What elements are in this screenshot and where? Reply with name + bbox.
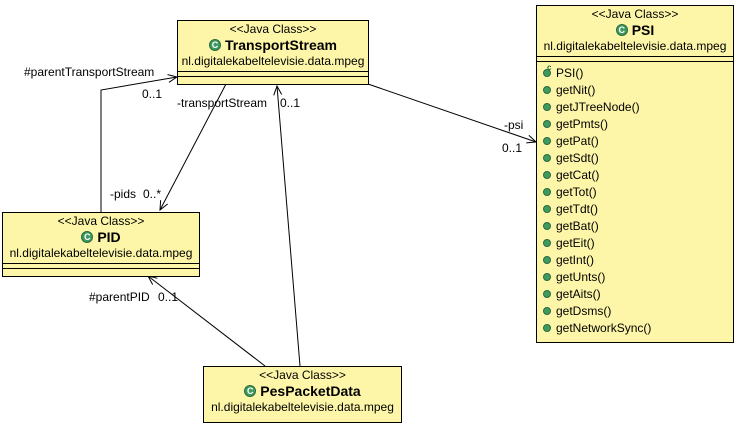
class-pespacketdata[interactable]: <<Java Class>> C PesPacketData nl.digita… (203, 366, 402, 423)
edge-pespacketdata-to-transportstream (277, 86, 301, 367)
package-label: nl.digitalekabeltelevisie.data.mpeg (543, 39, 727, 53)
method-item[interactable]: getNit() (537, 81, 733, 98)
divider (537, 61, 733, 62)
java-class-icon: C (615, 24, 628, 36)
class-pid[interactable]: <<Java Class>> C PID nl.digitalekabeltel… (2, 212, 200, 277)
class-name-text: PSI (631, 22, 655, 38)
role-transport-stream: -transportStream (177, 96, 268, 110)
role-pids: -pids (110, 187, 137, 201)
public-method-icon (543, 85, 551, 94)
public-method-icon (543, 170, 551, 179)
stereotype-label: <<Java Class>> (591, 7, 679, 21)
method-signature: getJTreeNode() (556, 99, 640, 114)
constructor-icon (543, 63, 551, 77)
edge-pespacketdata-to-pid (148, 276, 266, 367)
role-parent-transport-stream: #parentTransportStream (24, 65, 155, 79)
class-name: C TransportStream (178, 36, 368, 54)
method-item[interactable]: getJTreeNode() (537, 98, 733, 115)
method-item[interactable]: getBat() (537, 217, 733, 234)
method-item[interactable]: getCat() (537, 166, 733, 183)
method-signature: getPmts() (556, 116, 609, 131)
multiplicity-transport-stream: 0..1 (280, 96, 301, 110)
edge-pid-to-transportstream (100, 77, 177, 212)
multiplicity-pids: 0..* (143, 187, 162, 201)
method-signature: getInt() (556, 252, 595, 267)
multiplicity-psi: 0..1 (502, 141, 523, 155)
method-signature: getSdt() (556, 150, 599, 165)
public-method-icon (543, 102, 551, 111)
method-item[interactable]: getInt() (537, 251, 733, 268)
edge-transportstream-to-pid (160, 83, 227, 210)
package-label: nl.digitalekabeltelevisie.data.mpeg (211, 400, 394, 414)
method-signature: getEit() (556, 235, 595, 250)
method-item[interactable]: getTot() (537, 183, 733, 200)
method-signature: getCat() (556, 167, 600, 182)
method-item[interactable]: getAits() (537, 285, 733, 302)
class-transportstream[interactable]: <<Java Class>> C TransportStream nl.digi… (177, 20, 369, 85)
java-class-icon: C (244, 385, 257, 397)
method-signature: getNetworkSync() (556, 320, 652, 335)
divider (178, 76, 368, 77)
multiplicity-parent-pid: 0..1 (158, 290, 179, 304)
java-class-icon: C (81, 231, 94, 243)
public-method-icon (543, 272, 551, 281)
class-name: C PID (3, 228, 199, 246)
class-psi[interactable]: <<Java Class>> C PSI nl.digitalekabeltel… (536, 5, 734, 343)
public-method-icon (543, 153, 551, 162)
class-name-text: PID (97, 229, 121, 245)
public-method-icon (543, 221, 551, 230)
method-signature: getTdt() (556, 201, 599, 216)
method-list: PSI() getNit() getJTreeNode() getPmts() getP… (537, 62, 733, 336)
method-signature: getPat() (556, 133, 599, 148)
package-label: nl.digitalekabeltelevisie.data.mpeg (9, 246, 193, 260)
method-item[interactable]: getEit() (537, 234, 733, 251)
divider (178, 71, 368, 72)
java-class-icon: C (208, 39, 221, 51)
stereotype-label: <<Java Class>> (57, 214, 145, 228)
class-name: C PSI (537, 21, 733, 39)
method-signature: getAits() (556, 286, 601, 301)
method-signature: getBat() (556, 218, 599, 233)
public-method-icon (543, 306, 551, 315)
method-signature: getUnts() (556, 269, 606, 284)
public-method-icon (543, 255, 551, 264)
divider (537, 56, 733, 57)
method-signature: getTot() (556, 184, 597, 199)
method-signature: getNit() (556, 82, 596, 97)
method-item[interactable]: PSI() (537, 63, 733, 81)
role-psi: -psi (504, 118, 524, 132)
public-method-icon (543, 187, 551, 196)
role-parent-pid: #parentPID (89, 290, 150, 304)
method-item[interactable]: getUnts() (537, 268, 733, 285)
method-item[interactable]: getPat() (537, 132, 733, 149)
method-item[interactable]: getTdt() (537, 200, 733, 217)
public-method-icon (543, 323, 551, 332)
method-signature: getDsms() (556, 303, 612, 318)
stereotype-label: <<Java Class>> (259, 368, 346, 382)
public-method-icon (543, 238, 551, 247)
class-name: C PesPacketData (204, 382, 401, 400)
edge-transportstream-to-psi (367, 83, 536, 142)
class-name-text: TransportStream (224, 37, 338, 53)
divider (3, 263, 199, 264)
public-method-icon (543, 136, 551, 145)
multiplicity-parent-transport-stream: 0..1 (142, 87, 163, 101)
method-item[interactable]: getSdt() (537, 149, 733, 166)
stereotype-label: <<Java Class>> (229, 22, 317, 36)
public-method-icon (543, 204, 551, 213)
method-item[interactable]: getPmts() (537, 115, 733, 132)
method-item[interactable]: getNetworkSync() (537, 319, 733, 336)
public-method-icon (543, 119, 551, 128)
divider (3, 268, 199, 269)
method-signature: PSI() (556, 65, 584, 80)
class-name-text: PesPacketData (260, 383, 361, 399)
package-label: nl.digitalekabeltelevisie.data.mpeg (181, 54, 365, 68)
method-item[interactable]: getDsms() (537, 302, 733, 319)
public-method-icon (543, 289, 551, 298)
